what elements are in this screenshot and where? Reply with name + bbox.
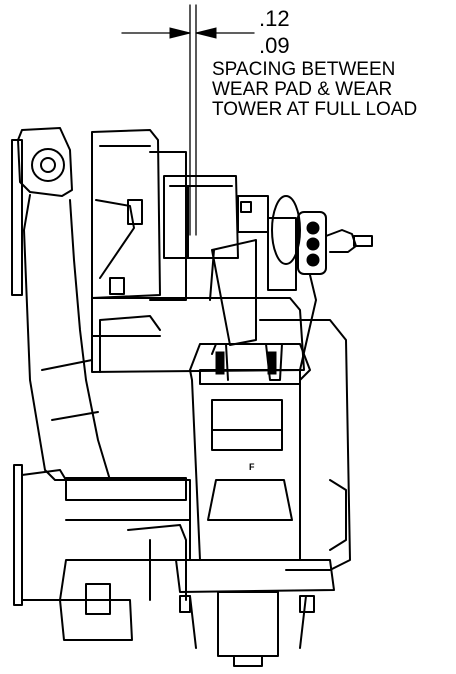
- u-bolts: [127, 524, 335, 667]
- wear-tower: [163, 175, 269, 346]
- callout-line-1: SPACING BETWEEN: [212, 59, 396, 80]
- crossbar: [91, 277, 351, 571]
- dimension-upper-value: .12: [259, 6, 290, 31]
- callout-line-3: TOWER AT FULL LOAD: [212, 99, 418, 120]
- lower-bracket: [59, 583, 133, 641]
- frame-bracket: [91, 129, 187, 301]
- dimension-lower-value: .09: [259, 33, 290, 58]
- callout-line-2: WEAR PAD & WEAR: [212, 79, 393, 100]
- valve-assembly: [267, 195, 373, 371]
- part-mark-letter: F: [249, 462, 255, 472]
- axle-seat: [189, 343, 311, 561]
- shock-absorber: [11, 127, 111, 481]
- dimension-extension-lines: [121, 4, 255, 236]
